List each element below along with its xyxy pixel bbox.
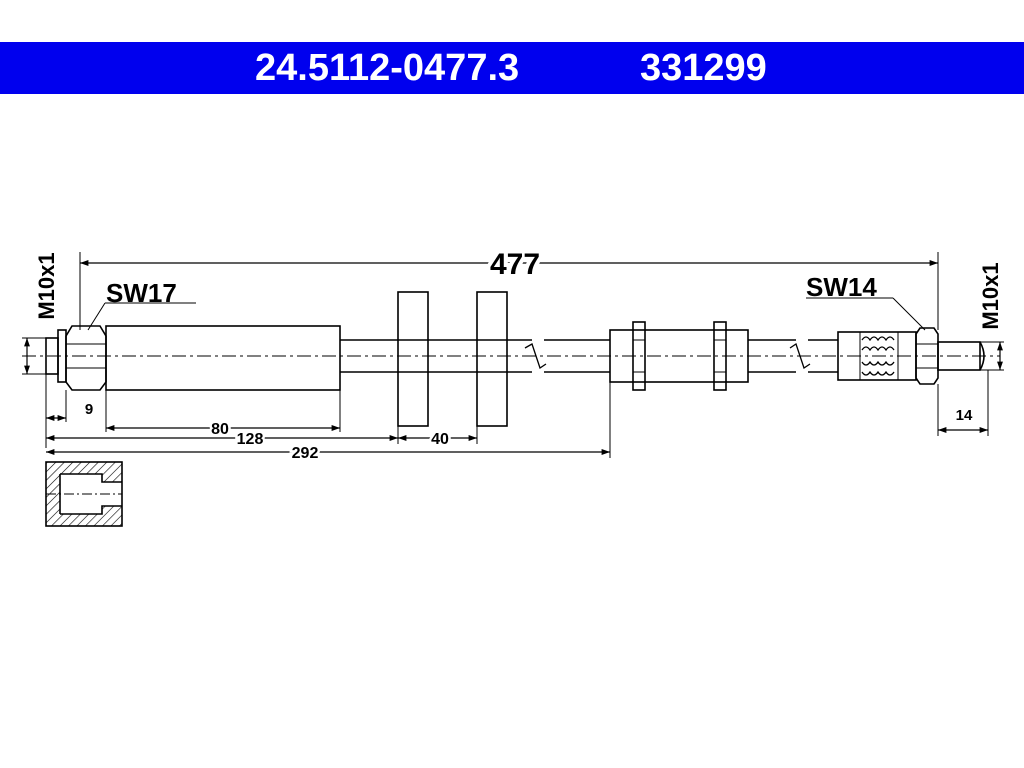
middle-sleeve [609,321,749,391]
break-mark-left [524,343,547,370]
section-view [45,461,123,527]
reference-number: 331299 [640,47,767,89]
dim-9-label: 9 [85,401,93,418]
dim-292-label: 292 [292,445,319,462]
dim-128-label: 128 [237,431,264,448]
right-fitting [837,327,985,385]
right-thread-label: M10x1 [978,262,1003,329]
total-length-label: 477 [490,248,540,281]
dim-80-label: 80 [211,421,229,438]
dim-14-label: 14 [956,407,973,424]
hose-left-segment [340,339,532,373]
part-number: 24.5112-0477.3 [255,47,520,89]
dim-40-label: 40 [431,431,449,448]
left-fitting [45,325,341,391]
left-thread-label: M10x1 [34,252,59,319]
hose-right-segment [748,339,838,373]
bracket-2 [476,291,508,427]
bracket-1 [397,291,429,427]
sw14-label: SW14 [806,272,877,302]
hose-middle-segment [544,339,610,373]
break-mark-right [789,342,811,370]
sw17-label: SW17 [106,278,177,308]
header-band: 24.5112-0477.3 331299 [0,42,1024,94]
